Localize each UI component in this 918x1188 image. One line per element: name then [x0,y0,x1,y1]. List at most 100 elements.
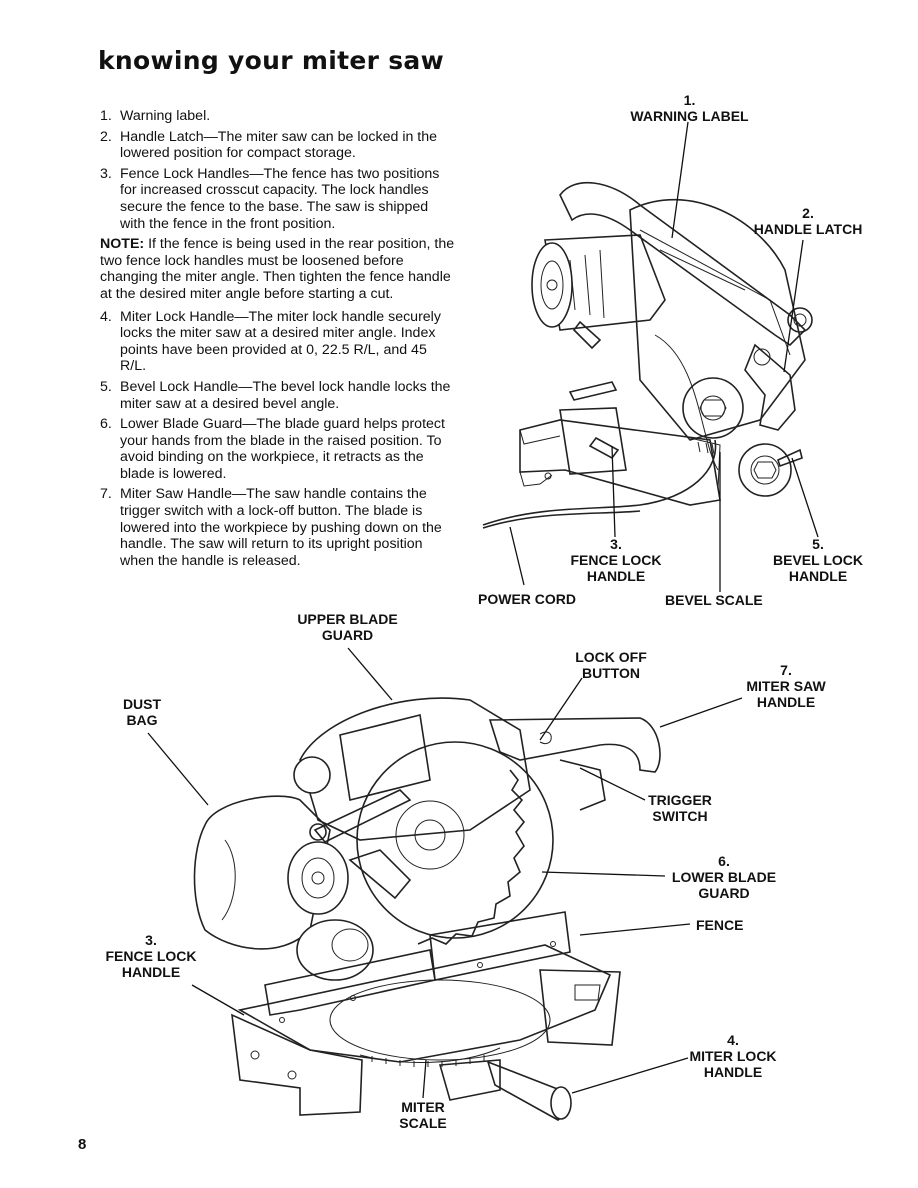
saw-blade-teeth [417,769,526,945]
leader-dust-bag [147,732,209,806]
label-line: MITER [401,1099,445,1115]
top-saw-handle [559,181,807,347]
list-item-text: Handle Latch—The miter saw can be locked… [120,128,438,162]
list-item-text: Lower Blade Guard—The blade guard helps … [120,416,445,482]
miter-scale-arc [359,1047,501,1064]
saw-base-right [539,969,621,1046]
label-line: LOWER BLADE [671,869,777,885]
label-line: HANDLE [756,694,816,710]
saw-table [237,944,612,1063]
list-item: 1. Warning label. [100,108,456,125]
label-handle-latch: 2. HANDLE LATCH [747,205,869,237]
note-paragraph: NOTE: If the fence is being used in the … [100,236,456,302]
list-item: 3. Fence Lock Handles—The fence has two … [100,166,456,232]
top-pivot [682,377,744,439]
list-item-number: 3. [100,165,112,182]
list-item-number: 1. [100,108,112,124]
label-text: WARNING LABEL [630,108,749,124]
label-line: HANDLE [703,1064,763,1080]
label-fence-lock-handle-top: 3. FENCE LOCK HANDLE [566,536,666,584]
note-text: If the fence is being used in the rear p… [100,236,455,302]
label-line: GUARD [321,627,374,643]
dust-bag [193,795,331,950]
label-lower-blade-guard: 6. LOWER BLADE GUARD [665,853,783,901]
page-number: 8 [78,1136,87,1153]
list-item-text: Bevel Lock Handle—The bevel lock handle … [120,378,451,412]
leader-lock-off-button [539,677,583,741]
leader-fence [579,923,691,936]
top-bevel-lock-knob [738,443,792,497]
label-upper-blade-guard: UPPER BLADE GUARD [290,611,405,643]
label-number: 3. [145,932,157,948]
leader-miter-saw-handle [659,697,743,728]
saw-handle [488,717,661,773]
feature-list: 1. Warning label. 2. Handle Latch—The mi… [100,108,456,573]
top-motor-end [531,242,573,328]
top-power-cord [482,439,717,526]
label-line: HANDLE [121,964,181,980]
list-item: 7. Miter Saw Handle—The saw handle conta… [100,486,456,569]
top-saw-illustration [482,181,813,529]
label-warning-label: 1. WARNING LABEL [627,92,752,124]
leader-fence-lock-top [611,445,616,538]
upper-housing [299,697,531,841]
label-dust-bag: DUST BAG [112,696,172,728]
note-label: NOTE: [100,236,145,253]
bottom-saw-illustration [193,697,661,1121]
list-item-number: 6. [100,416,112,433]
label-number: 7. [780,662,792,678]
leader-upper-blade-guard [347,647,393,701]
leader-lower-blade-guard [541,871,666,877]
leader-trigger-switch [579,767,646,801]
label-miter-scale: MITER SCALE [392,1099,454,1131]
label-bevel-lock-handle: 5. BEVEL LOCK HANDLE [768,536,868,584]
list-item-number: 5. [100,378,112,395]
leader-warning-label [671,121,689,239]
label-line: BEVEL LOCK [773,552,863,568]
label-miter-lock-handle: 4. MITER LOCK HANDLE [683,1032,783,1080]
label-line: BUTTON [581,665,641,681]
label-bevel-scale: BEVEL SCALE [665,592,763,608]
top-saw-base [519,419,721,506]
top-saw-fence [559,407,627,475]
label-line: HANDLE [788,568,848,584]
label-line: LOCK OFF [575,649,647,665]
label-line: GUARD [698,885,750,901]
fence [429,911,571,981]
label-fence-lock-handle-bottom: 3. FENCE LOCK HANDLE [100,932,202,980]
leader-power-cord [509,526,525,586]
label-trigger-switch: TRIGGER SWITCH [645,792,715,824]
list-item-text: Fence Lock Handles—The fence has two pos… [120,165,440,232]
label-number: 6. [718,853,730,869]
leader-miter-lock-handle [571,1057,689,1094]
leader-miter-scale [422,1059,427,1099]
label-line: DUST [122,696,162,712]
list-item: 4. Miter Lock Handle—The miter lock hand… [100,309,456,375]
label-miter-saw-handle: 7. MITER SAW HANDLE [738,662,834,710]
label-line: UPPER BLADE [297,611,398,627]
label-power-cord: POWER CORD [478,591,576,607]
label-fence: FENCE [696,917,744,933]
list-item-number: 4. [100,308,112,325]
label-line: TRIGGER [648,792,712,808]
leader-fence-lock-bottom [191,984,245,1016]
label-number: 4. [727,1032,739,1048]
motor-cap [293,756,331,794]
label-number: 3. [610,536,622,552]
list-item: 6. Lower Blade Guard—The blade guard hel… [100,416,456,482]
label-line: MITER SAW [746,678,826,694]
label-line: FENCE LOCK [570,552,662,568]
label-line: SWITCH [652,808,708,824]
left-knob [287,841,349,915]
label-line: HANDLE [586,568,646,584]
list-item: 2. Handle Latch—The miter saw can be loc… [100,129,456,162]
list-item: 5. Bevel Lock Handle—The bevel lock hand… [100,379,456,412]
list-item-number: 7. [100,486,112,503]
saw-base-left [231,1013,363,1116]
top-handle-latch [744,343,796,431]
leader-bevel-lock [791,457,819,538]
list-item-number: 2. [100,128,112,145]
top-fence-lock-handle [568,381,618,401]
leader-handle-latch [783,239,804,373]
